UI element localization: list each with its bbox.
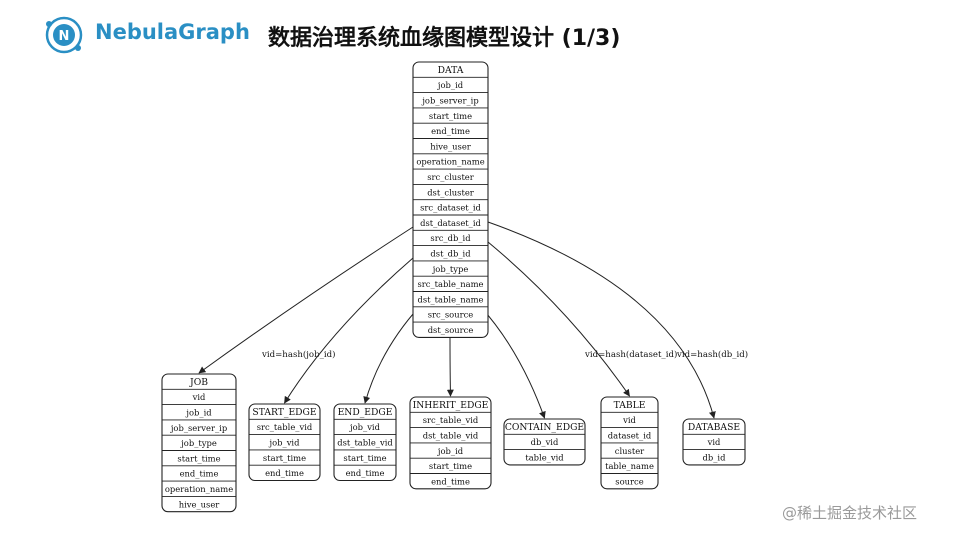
node-field: vid <box>192 392 206 402</box>
edge-line <box>487 241 630 397</box>
node-field: dst_cluster <box>427 187 474 198</box>
node-field: cluster <box>615 446 644 456</box>
edge-line <box>487 221 716 419</box>
edge-contain-edge <box>479 305 546 419</box>
node-field: job_id <box>437 446 464 457</box>
node-field: dst_table_vid <box>337 437 393 448</box>
node-start-edge: START_EDGE src_table_vid job_vid start_time… <box>248 403 321 482</box>
node-field: job_type <box>180 438 217 449</box>
node-field: dst_dataset_id <box>420 218 481 229</box>
node-field: source <box>615 476 643 486</box>
node-field: table_vid <box>525 452 564 463</box>
logo-core-icon <box>53 24 75 46</box>
node-field: db_id <box>703 452 727 463</box>
node-field: job_id <box>437 80 464 91</box>
edge-line <box>284 257 414 404</box>
node-field: job_server_ip <box>170 423 227 434</box>
node-field: dst_table_vid <box>423 430 479 441</box>
edge-line <box>363 305 421 404</box>
edge-start-edge <box>284 257 414 404</box>
edge-end-edge <box>363 305 421 404</box>
node-field: vid <box>707 437 721 447</box>
watermark: @稀土掘金技术社区 <box>782 504 918 522</box>
node-field: operation_name <box>416 157 484 168</box>
node-end-edge: END_EDGE job_vid dst_table_vid start_timeen… <box>333 403 397 482</box>
edge-line <box>446 336 454 397</box>
node-box <box>161 373 237 513</box>
node-field: src_table_name <box>417 279 483 290</box>
node-box <box>503 418 586 466</box>
edge-table: vid=hash(dataset_id) <box>487 241 677 397</box>
node-field: src_source <box>428 310 474 321</box>
node-field: end_time <box>180 469 219 480</box>
edge-line <box>198 226 414 374</box>
slide-title: 数据治理系统血缘图模型设计 (1/3) <box>268 26 621 51</box>
node-field: job_type <box>432 264 469 275</box>
node-field: vid <box>622 415 636 425</box>
node-job: JOB vid job_id job_server_ip job_type start_t… <box>161 373 237 513</box>
node-title: TABLE <box>614 400 646 411</box>
node-field: dst_source <box>428 325 474 336</box>
edge-line <box>479 305 546 419</box>
node-field: dataset_id <box>608 430 652 441</box>
node-field: table_name <box>605 461 654 472</box>
node-field: src_cluster <box>427 172 474 183</box>
edge-database: vid=hash(db_id) <box>487 221 748 419</box>
node-title: INHERIT_EDGE <box>413 400 489 411</box>
node-field: src_table_vid <box>257 422 313 433</box>
node-data: DATA job_id job_server_ip start_time end_tim… <box>412 61 489 338</box>
node-field: start_time <box>429 111 472 122</box>
node-field: src_table_vid <box>423 415 479 426</box>
node-title: DATA <box>438 65 464 76</box>
node-title: CONTAIN_EDGE <box>505 422 584 433</box>
node-field: end_time <box>431 126 470 137</box>
edge-job: vid=hash(job_id) <box>198 226 414 374</box>
node-field: job_id <box>185 407 212 418</box>
node-field: start_time <box>429 461 472 472</box>
edge-inherit-edge <box>446 336 454 397</box>
node-field: operation_name <box>165 484 233 495</box>
node-field: start_time <box>263 453 306 464</box>
node-inherit-edge: INHERIT_EDGE src_table_vid dst_table_vidjo… <box>409 396 492 490</box>
node-field: start_time <box>177 453 220 464</box>
node-field: job_vid <box>349 422 381 433</box>
nodes-layer: DATA job_id job_server_ip start_time end_tim… <box>161 61 746 513</box>
node-field: dst_table_name <box>417 294 483 305</box>
node-contain-edge: CONTAIN_EDGE db_vid table_vid <box>503 418 586 466</box>
node-field: hive_user <box>179 499 220 510</box>
node-field: start_time <box>343 453 386 464</box>
node-title: END_EDGE <box>338 407 393 418</box>
node-box <box>333 403 397 482</box>
edges-layer: vid=hash(job_id) vid=hash(dataset_id)vid=… <box>198 221 748 419</box>
node-title: JOB <box>189 377 208 388</box>
node-field: db_vid <box>531 437 559 448</box>
node-title: DATABASE <box>688 422 740 433</box>
node-field: job_vid <box>269 437 301 448</box>
node-box <box>682 418 746 466</box>
brand-name: NebulaGraph <box>95 20 250 44</box>
edge-label: vid=hash(db_id) <box>676 349 748 360</box>
node-database: DATABASE vid db_id <box>682 418 746 466</box>
node-field: hive_user <box>430 141 471 152</box>
node-field: end_time <box>431 476 470 487</box>
edge-label: vid=hash(job_id) <box>261 349 336 360</box>
node-field: end_time <box>346 468 385 479</box>
logo-letter-icon: N <box>59 29 70 44</box>
edge-label: vid=hash(dataset_id) <box>584 349 677 360</box>
node-field: src_db_id <box>430 233 471 244</box>
node-field: end_time <box>265 468 304 479</box>
nebulagraph-logo: N <box>45 16 83 54</box>
node-field: job_server_ip <box>421 95 478 106</box>
node-title: START_EDGE <box>252 407 316 418</box>
logo-orbit-icon <box>45 16 83 54</box>
node-box <box>248 403 321 482</box>
node-field: src_dataset_id <box>420 203 481 214</box>
node-field: dst_db_id <box>430 248 471 259</box>
